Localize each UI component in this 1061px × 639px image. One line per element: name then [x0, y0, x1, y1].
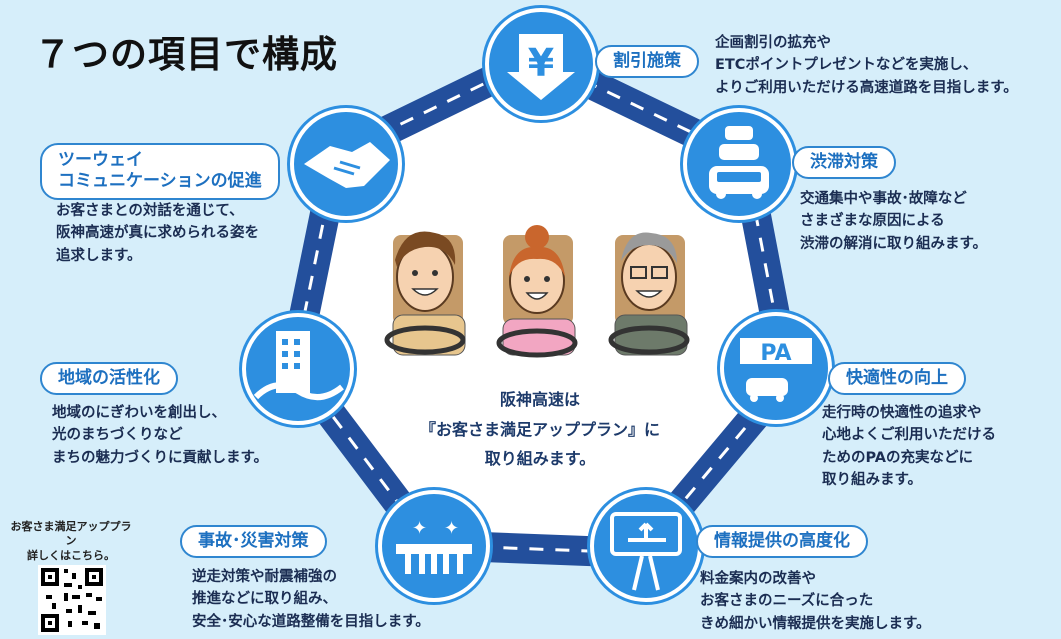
desc-line: ためのPAの充実などに [822, 449, 974, 466]
desc-line: さまざまな原因による [800, 213, 945, 230]
svg-text:✦: ✦ [444, 518, 459, 539]
desc-line: 地域のにぎわいを創出し、 [52, 405, 226, 421]
desc-line: 走行時の快適性の追求や [822, 405, 982, 421]
center-line-1: 阪神高速は [499, 390, 580, 409]
city-building-icon [242, 313, 354, 425]
car-queue-icon [683, 108, 795, 220]
desc-information: 料金案内の改善や お客さまのニーズに合った きめ細かい情報提供を実施します。 [700, 568, 931, 635]
qr-label-line: 詳しくはこちら。 [27, 548, 115, 562]
label-congestion: 渋滞対策 [792, 146, 896, 180]
desc-safety: 逆走対策や耐震補強の 推進などに取り組み、 安全･安心な道路整備を目指します。 [192, 566, 430, 633]
desc-line: 阪神高速が真に求められる姿を [56, 225, 259, 242]
desc-line: 光のまちづくりなど [52, 427, 183, 444]
desc-line: 企画割引の拡充や [715, 35, 831, 51]
qr-label-line: お客さま満足アッププラン [10, 520, 132, 548]
svg-text:✦: ✦ [412, 518, 427, 539]
desc-discount: 企画割引の拡充や ETCポイントプレゼントなどを実施し、 よりご利用いただける高… [715, 32, 1018, 99]
label-two-way: ツーウェイ コミュニケーションの促進 [40, 143, 280, 200]
desc-line: 渋滞の解消に取り組みます。 [800, 235, 988, 252]
qr-label: お客さま満足アッププラン 詳しくはこちら。 [6, 520, 136, 563]
center-message: 阪神高速は 『お客さま満足アッププラン』に 取り組みます。 [380, 385, 700, 474]
label-community: 地域の活性化 [40, 362, 178, 396]
qr-code-icon[interactable] [38, 565, 106, 635]
page-title: ７つの項目で構成 [34, 33, 338, 76]
label-comfort: 快適性の向上 [828, 362, 966, 396]
label-safety: 事故･災害対策 [180, 525, 327, 559]
drivers-illustration [384, 225, 690, 358]
desc-line: ETCポイントプレゼントなどを実施し、 [715, 57, 978, 74]
desc-line: まちの魅力づくりに貢献します。 [52, 449, 269, 466]
desc-line: 心地よくご利用いただける [822, 427, 996, 444]
desc-two-way: お客さまとの対話を通じて、 阪神高速が真に求められる姿を 追求します。 [56, 200, 259, 267]
desc-line: お客さまとの対話を通じて、 [56, 203, 244, 219]
desc-community: 地域のにぎわいを創出し、 光のまちづくりなど まちの魅力づくりに貢献します。 [52, 402, 268, 469]
label-information: 情報提供の高度化 [696, 525, 868, 559]
yen-arrow-icon: ¥ [485, 8, 597, 120]
svg-text:¥: ¥ [528, 41, 554, 85]
bridge-icon: ✦✦ [378, 490, 490, 602]
desc-congestion: 交通集中や事故･故障など さまざまな原因による 渋滞の解消に取り組みます。 [800, 188, 987, 255]
label-discount: 割引施策 [595, 45, 699, 79]
center-line-3: 取り組みます。 [484, 449, 596, 469]
center-line-2: 『お客さま満足アッププラン』に [419, 419, 660, 439]
desc-line: 料金案内の改善や [700, 571, 816, 587]
parking-area-icon: PA [720, 312, 832, 424]
desc-line: お客さまのニーズに合った [700, 593, 874, 610]
desc-line: 推進などに取り組み、 [192, 591, 337, 608]
desc-line: 取り組みます。 [822, 472, 923, 489]
label-line: コミュニケーションの促進 [58, 171, 262, 192]
desc-line: 追求します。 [56, 247, 142, 264]
handshake-icon [290, 108, 402, 220]
desc-comfort: 走行時の快適性の追求や 心地よくご利用いただける ためのPAの充実などに 取り組… [822, 402, 996, 492]
road-sign-icon [590, 490, 702, 602]
desc-line: よりご利用いただける高速道路を目指します。 [715, 79, 1018, 96]
desc-line: 安全･安心な道路整備を目指します。 [192, 613, 430, 630]
label-line: ツーウェイ [58, 150, 143, 170]
desc-line: きめ細かい情報提供を実施します。 [700, 615, 931, 632]
desc-line: 交通集中や事故･故障など [800, 191, 967, 207]
pa-sign-label: PA [760, 341, 791, 366]
desc-line: 逆走対策や耐震補強の [192, 569, 337, 585]
